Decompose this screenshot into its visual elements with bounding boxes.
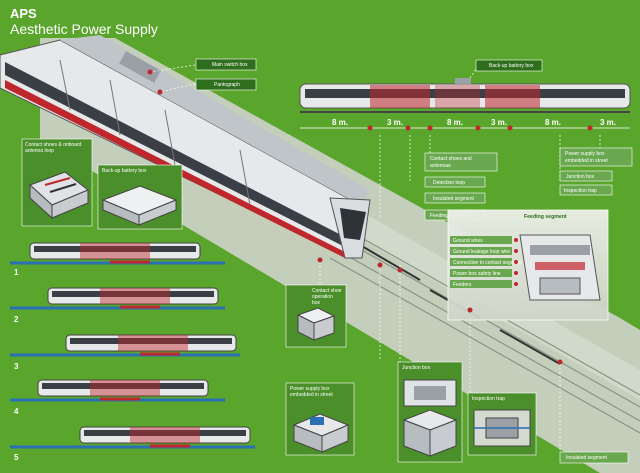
op-box-illustration bbox=[296, 307, 336, 341]
callout-box bbox=[195, 78, 257, 91]
seq-tram-1 bbox=[10, 242, 225, 265]
marker-dots bbox=[147, 69, 563, 365]
feeding-label: Ground leakage loop wire bbox=[453, 249, 510, 255]
feeding-label: Feeders bbox=[453, 282, 472, 288]
dim-label: 8 m. bbox=[447, 118, 463, 127]
power-box-illustration bbox=[292, 413, 350, 453]
panel-contact-shoes-label: Contact shoes & onboard bbox=[25, 142, 82, 148]
seq-tram-5 bbox=[10, 426, 255, 449]
feeding-label: Power box safety line bbox=[453, 271, 501, 277]
sequence-trams bbox=[10, 242, 255, 449]
callout-main-switch-box: Main switch box bbox=[212, 62, 248, 68]
power-box-label: Power supply box bbox=[290, 386, 330, 392]
seq-tram-2 bbox=[10, 287, 225, 310]
callout-inspection-trap: Inspection trap bbox=[564, 188, 597, 194]
seq-tram-3 bbox=[10, 334, 240, 357]
feeding-panel-title: Feeding segment bbox=[524, 214, 567, 220]
side-tram bbox=[299, 78, 631, 113]
sequence-step-number: 3 bbox=[14, 362, 19, 371]
op-box-label: operation bbox=[312, 294, 333, 300]
battery-illustration bbox=[101, 185, 178, 226]
callout-box bbox=[424, 176, 486, 188]
panel-contact-shoes-label: antenna loop bbox=[25, 148, 54, 154]
callout-insulated-segment-bottom: Insulated segment bbox=[566, 455, 607, 461]
callout-detection-loop: Detection loop bbox=[433, 180, 465, 186]
dimension-ticks bbox=[367, 125, 593, 131]
junction-box-label: Junction box bbox=[402, 365, 431, 371]
callout-power-box-street: embedded in street bbox=[565, 158, 608, 164]
callout-box bbox=[424, 192, 486, 204]
dim-label: 3 m. bbox=[600, 118, 616, 127]
callout-box bbox=[424, 152, 498, 172]
callout-pantograph: Pantograph bbox=[214, 82, 240, 88]
op-box-label: box bbox=[312, 300, 321, 306]
feeding-label: Ground wires bbox=[453, 238, 483, 244]
feeding-detail-tags bbox=[450, 236, 512, 288]
sequence-step-number: 2 bbox=[14, 315, 19, 324]
inspection-trap-label: Inspection trap bbox=[472, 396, 505, 402]
junction-box-illustration bbox=[402, 379, 458, 457]
callout-box bbox=[559, 184, 613, 196]
callout-box bbox=[559, 451, 629, 464]
callout-junction-box: Junction box bbox=[566, 174, 595, 180]
sequence-step-number: 5 bbox=[14, 453, 19, 462]
inspection-trap-illustration bbox=[473, 409, 531, 447]
dim-label: 8 m. bbox=[545, 118, 561, 127]
feeding-tag-dots bbox=[514, 238, 518, 286]
callout-box bbox=[475, 59, 543, 72]
callout-box bbox=[195, 58, 257, 71]
callout-contact-shoes-antennae: antennae bbox=[430, 163, 451, 169]
callout-backup-battery-top: Back-up battery box bbox=[489, 63, 534, 69]
dim-label: 3 m. bbox=[387, 118, 403, 127]
sequence-step-number: 4 bbox=[14, 407, 19, 416]
sequence-step-number: 1 bbox=[14, 268, 19, 277]
callout-contact-shoes-antennae: Contact shoes and bbox=[430, 156, 472, 162]
dim-label: 8 m. bbox=[332, 118, 348, 127]
panel-backup-battery-label: Back-up battery box bbox=[102, 168, 147, 174]
callout-box bbox=[559, 170, 613, 182]
op-box-label: Contact shoe bbox=[312, 288, 342, 294]
dim-label: 3 m. bbox=[491, 118, 507, 127]
feeding-detail-illustration bbox=[519, 234, 601, 301]
callout-insulated-segment: Insulated segment bbox=[433, 196, 474, 202]
callout-power-box-street: Power supply box bbox=[565, 151, 605, 157]
page-title: APS bbox=[10, 6, 37, 21]
seq-tram-4 bbox=[10, 379, 225, 402]
callout-box bbox=[559, 147, 633, 167]
feeding-label: Connection to contact segment bbox=[453, 260, 523, 266]
contact-shoes-illustration bbox=[29, 171, 89, 220]
power-box-label: embedded in street bbox=[290, 392, 333, 398]
page-subtitle: Aesthetic Power Supply bbox=[10, 21, 158, 37]
